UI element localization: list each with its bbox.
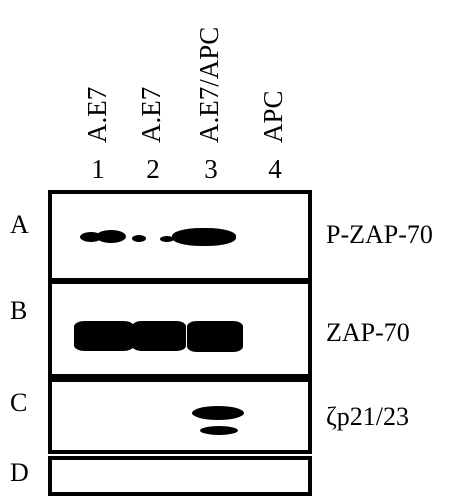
band-c-lane3-upper xyxy=(192,406,244,420)
lane-3-label: A.E7/APC xyxy=(194,26,224,143)
band-b-lane1 xyxy=(74,321,134,351)
protein-label-c: ζp21/23 xyxy=(326,402,409,431)
band-b-lane3 xyxy=(187,321,243,352)
blot-panel-d xyxy=(48,456,312,496)
lane-1-number: 1 xyxy=(91,154,105,184)
band-b-lane2 xyxy=(132,321,186,351)
blot-panel-c xyxy=(48,378,312,454)
lane-2-label: A.E7 xyxy=(136,86,166,143)
blot-panel-a xyxy=(48,190,312,282)
protein-label-a: P-ZAP-70 xyxy=(326,220,433,249)
band-a-lane3 xyxy=(172,228,236,246)
blot-panel-b xyxy=(48,280,312,378)
lane-4-label: APC xyxy=(258,90,288,143)
panel-d-letter: D xyxy=(10,458,29,487)
band-a-lane2 xyxy=(132,235,146,242)
lane-4-number: 4 xyxy=(268,154,282,184)
panel-b-letter: B xyxy=(10,296,28,325)
band-c-lane3-lower xyxy=(200,426,238,435)
lane-3-number: 3 xyxy=(204,154,218,184)
band-a-lane2b xyxy=(160,236,174,242)
panel-a-letter: A xyxy=(10,210,29,239)
western-blot-figure: A.E7 A.E7 A.E7/APC APC 1 2 3 4 A B C D P… xyxy=(10,26,433,496)
lane-2-number: 2 xyxy=(146,154,160,184)
band-a-lane1 xyxy=(80,232,102,242)
band-a-lane1b xyxy=(96,230,126,243)
panel-c-letter: C xyxy=(10,388,28,417)
lane-1-label: A.E7 xyxy=(82,86,112,143)
protein-label-b: ZAP-70 xyxy=(326,318,410,347)
